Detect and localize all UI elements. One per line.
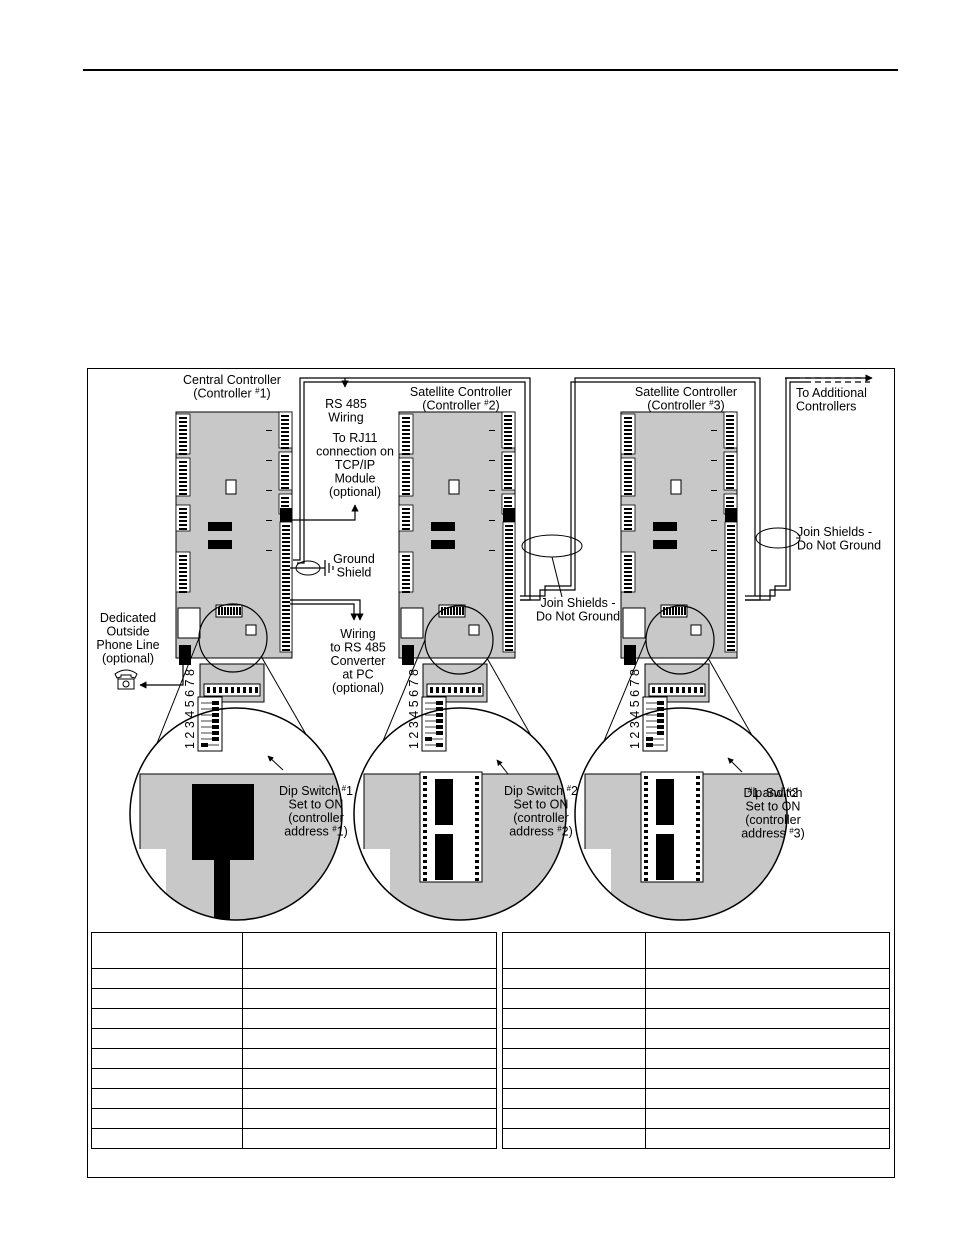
left-table-cell (91, 932, 243, 969)
satellite-controller-3-board (620, 411, 738, 703)
left-table-row (91, 988, 497, 1009)
left-table-row (91, 1108, 497, 1129)
right-table-cell (502, 1128, 646, 1149)
join-shields-2-label: Join Shields -Do Not Ground (797, 525, 881, 553)
top-rule (83, 69, 898, 71)
satellite-controller-3-label: Satellite Controller(Controller #3) (635, 385, 737, 413)
right-table-cell (645, 968, 890, 989)
right-table-cell (502, 1068, 646, 1089)
left-table (91, 932, 497, 1149)
dip-numbers: 1 2 3 4 5 6 7 8 (183, 669, 197, 749)
right-table-row (502, 1008, 890, 1029)
left-table-row (91, 1028, 497, 1049)
right-table-cell (502, 1088, 646, 1109)
left-table-cell (242, 1068, 497, 1089)
left-table-cell (91, 1008, 243, 1029)
right-table-row (502, 1068, 890, 1089)
right-table-cell (645, 932, 890, 969)
telephone-icon (114, 669, 138, 690)
right-table-cell (502, 932, 646, 969)
right-table-row (502, 1028, 890, 1049)
dip-pointer-2 (496, 759, 509, 775)
left-table-row (91, 1008, 497, 1029)
right-table-row (502, 1088, 890, 1109)
right-table (502, 932, 890, 1149)
right-table-cell (502, 1108, 646, 1129)
right-table-row (502, 988, 890, 1009)
left-table-cell (91, 1108, 243, 1129)
dip-pointer-1 (267, 755, 284, 771)
left-table-cell (91, 1068, 243, 1089)
right-table-cell (502, 968, 646, 989)
right-table-row (502, 1128, 890, 1149)
right-table-row (502, 968, 890, 989)
left-table-cell (91, 968, 243, 989)
right-table-cell (645, 1128, 890, 1149)
left-table-cell (242, 1128, 497, 1149)
left-table-cell (242, 1028, 497, 1049)
dip-numbers: 1 2 3 4 5 6 7 8 (628, 669, 642, 749)
left-table-row (91, 1048, 497, 1069)
ground-shield-ellipse (295, 560, 321, 576)
right-table-row (502, 1108, 890, 1129)
left-table-cell (242, 932, 497, 969)
left-table-cell (242, 1008, 497, 1029)
right-table-cell (502, 1048, 646, 1069)
left-table-cell (242, 1108, 497, 1129)
right-table-cell (645, 1088, 890, 1109)
left-table-cell (242, 1088, 497, 1109)
left-table-row (91, 968, 497, 989)
left-table-header-row (91, 932, 497, 969)
diagram-frame (87, 368, 895, 1178)
left-table-row (91, 1068, 497, 1089)
left-table-cell (91, 1048, 243, 1069)
join-shields-1-label: Join Shields -Do Not Ground (536, 596, 620, 624)
satellite-controller-2-board (398, 411, 516, 703)
left-table-cell (91, 1028, 243, 1049)
left-table-cell (242, 1048, 497, 1069)
right-table-cell (645, 1068, 890, 1089)
right-table-cell (645, 1048, 890, 1069)
right-table-cell (502, 1008, 646, 1029)
shield-ellipse-1 (521, 534, 583, 558)
left-table-cell (242, 988, 497, 1009)
right-table-cell (645, 1028, 890, 1049)
left-table-row (91, 1088, 497, 1109)
satellite-controller-2-label: Satellite Controller(Controller #2) (410, 385, 512, 413)
central-controller-board (175, 411, 293, 703)
left-table-row (91, 1128, 497, 1149)
right-table-cell (645, 988, 890, 1009)
right-table-row (502, 1048, 890, 1069)
left-table-cell (91, 1088, 243, 1109)
right-table-cell (502, 988, 646, 1009)
right-table-cell (645, 1108, 890, 1129)
shield-ellipse-2 (755, 527, 801, 549)
left-table-cell (91, 1128, 243, 1149)
left-table-cell (91, 988, 243, 1009)
dip-numbers: 1 2 3 4 5 6 7 8 (407, 669, 421, 749)
dip-pointer-3 (727, 757, 743, 773)
right-table-cell (502, 1028, 646, 1049)
right-table-header-row (502, 932, 890, 969)
shield-leader-1 (551, 556, 563, 598)
right-table-cell (645, 1008, 890, 1029)
left-table-cell (242, 968, 497, 989)
central-controller-label: Central Controller(Controller #1) (183, 373, 281, 401)
